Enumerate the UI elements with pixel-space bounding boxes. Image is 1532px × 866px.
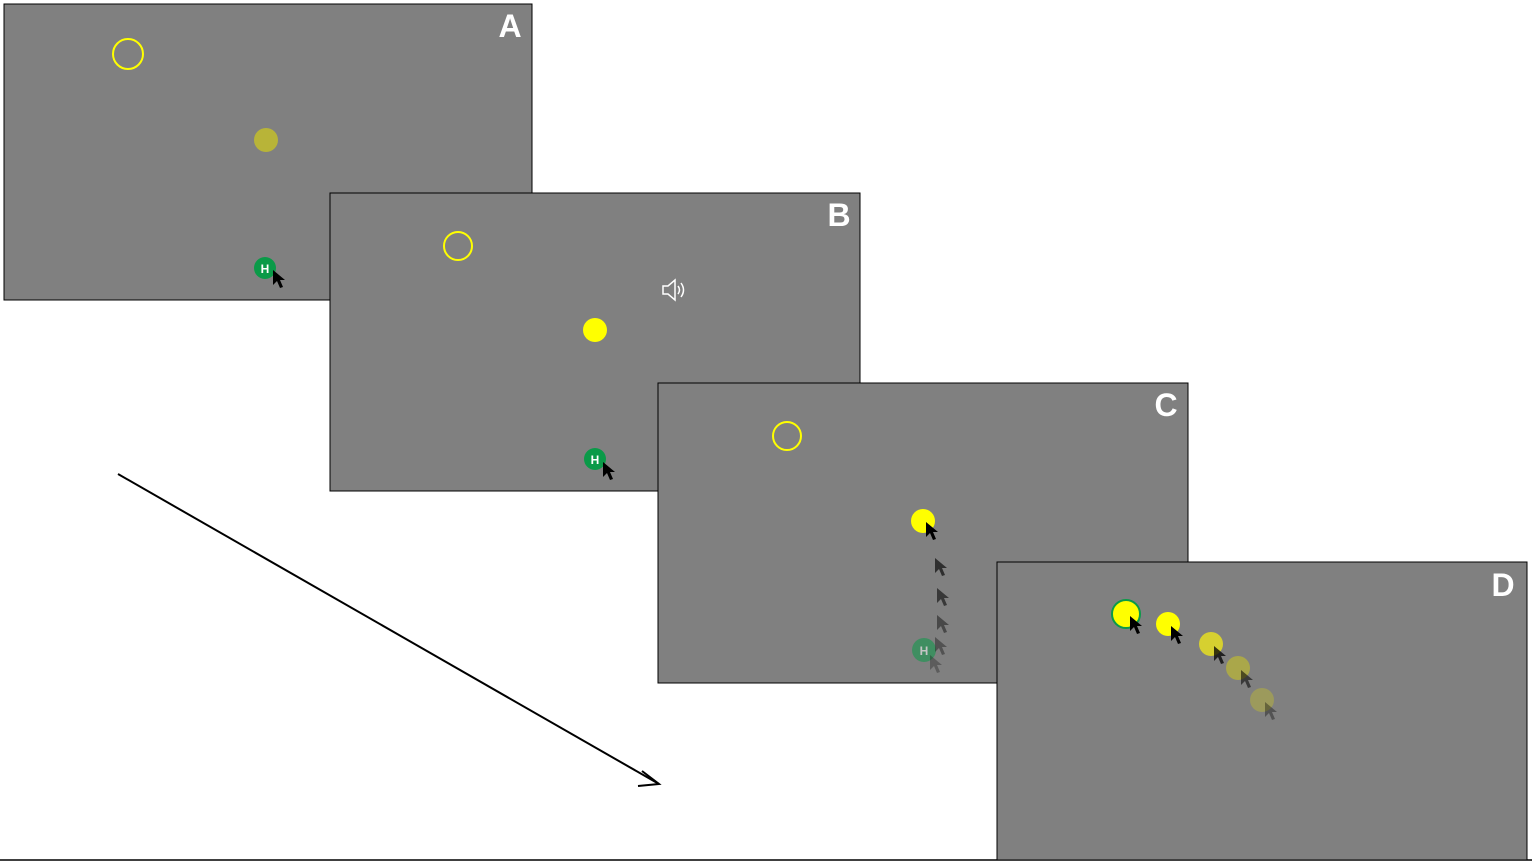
panel-c-label: C [1154, 387, 1177, 423]
panel-d: D [996, 561, 1528, 861]
home-marker-label: H [920, 644, 929, 658]
start-circle-bright [583, 318, 607, 342]
panel-a-label: A [498, 8, 521, 44]
home-marker-label: H [261, 262, 270, 276]
speaker-icon [662, 278, 685, 302]
home-marker: H [584, 448, 606, 470]
target-outline [772, 421, 802, 451]
time-arrow [117, 473, 662, 787]
home-marker-label: H [591, 453, 600, 467]
target-outline [443, 231, 473, 261]
home-marker: H [254, 257, 276, 279]
target-outline [112, 38, 144, 70]
dim-start-circle [254, 128, 278, 152]
panel-b-label: B [827, 197, 850, 233]
panel-d-label: D [1491, 567, 1514, 603]
